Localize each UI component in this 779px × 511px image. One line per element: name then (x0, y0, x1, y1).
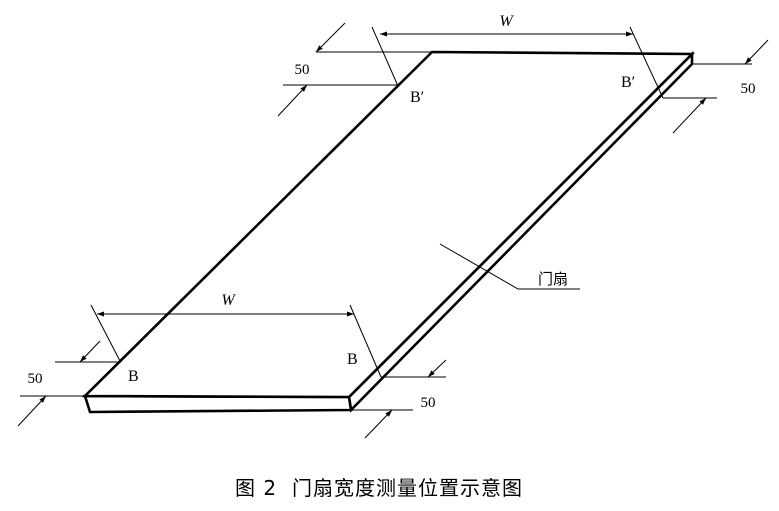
top-left-offset-arrow-upper (315, 22, 346, 53)
door-leaf-callout-label: 门扇 (538, 270, 568, 288)
bottom-width-dimension: W (90, 292, 382, 378)
door-leaf-callout: 门扇 (439, 243, 580, 290)
top-right-point-label: B′ (621, 74, 635, 91)
bottom-right-offset-dimension: 50 (351, 359, 447, 439)
bottom-right-offset-label: 50 (421, 395, 436, 411)
bottom-left-offset-dimension: 50 (17, 340, 120, 427)
top-left-offset-dimension: 50 (277, 22, 432, 117)
top-right-offset-label: 50 (741, 81, 756, 97)
bottom-right-extension-line (349, 304, 382, 378)
top-left-point-label: B′ (410, 89, 424, 106)
bottom-right-offset-arrow-upper (427, 359, 447, 378)
top-right-offset-arrow-upper (744, 39, 769, 65)
top-width-dimension: W (371, 13, 664, 99)
bottom-width-label: W (221, 292, 236, 309)
bottom-left-offset-arrow-lower (17, 395, 47, 427)
top-right-offset-dimension: 50 (663, 39, 769, 134)
door-leaf-leader-line (439, 243, 580, 290)
top-left-offset-arrow-lower (277, 84, 308, 117)
top-left-extension-line (371, 26, 399, 87)
door-leaf (81, 50, 696, 414)
bottom-right-offset-arrow-lower (364, 409, 393, 439)
bottom-left-point-label: B (128, 368, 139, 385)
top-left-offset-label: 50 (295, 62, 310, 78)
bottom-left-offset-label: 50 (28, 371, 43, 387)
figure-caption: 图 2 门扇宽度测量位置示意图 (235, 476, 523, 500)
bottom-left-extension-line (90, 304, 121, 362)
figure-number: 图 2 (235, 476, 277, 500)
bottom-right-point-label: B (347, 351, 358, 368)
top-right-offset-arrow-lower (672, 97, 707, 134)
figure-title: 门扇宽度测量位置示意图 (292, 476, 523, 500)
top-right-extension-line (629, 26, 664, 99)
bottom-left-offset-arrow-upper (79, 340, 101, 363)
door-leaf-front-face (83, 394, 353, 414)
door-leaf-top-face (81, 50, 696, 399)
top-width-label: W (499, 13, 514, 30)
